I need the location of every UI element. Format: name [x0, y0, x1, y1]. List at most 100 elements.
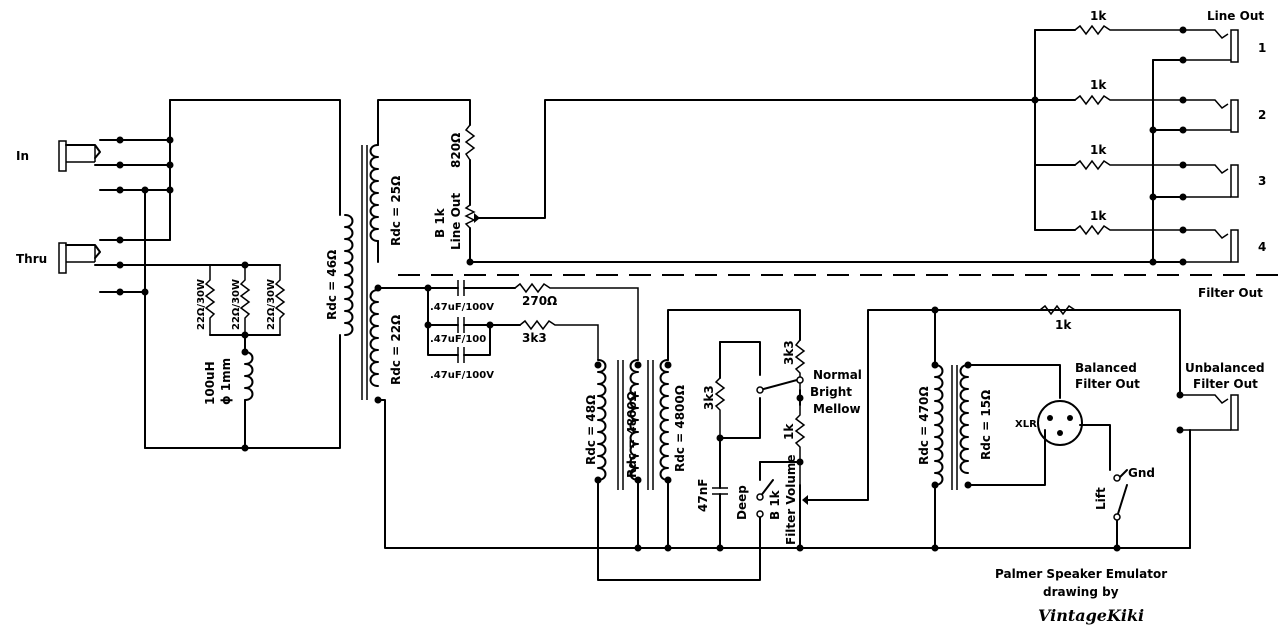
junction	[241, 331, 249, 339]
t1-secondary-top-label: Rdc = 25Ω	[389, 176, 403, 246]
junction	[964, 361, 972, 369]
junction	[1149, 258, 1157, 266]
pot-line-out-value: B 1k	[433, 207, 447, 238]
r-3k3-c-label: 3k3	[782, 340, 796, 365]
junction	[716, 434, 724, 442]
unbalanced-label-2: Filter Out	[1193, 377, 1258, 391]
junction	[664, 361, 672, 369]
junction	[1113, 544, 1121, 552]
junction	[1149, 126, 1157, 134]
tone-normal-label: Normal	[813, 368, 862, 382]
junction	[796, 394, 804, 402]
junction	[241, 261, 249, 269]
input-wiring	[94, 99, 341, 449]
junction	[141, 186, 149, 194]
pot-filter-value: B 1k	[768, 489, 782, 520]
junction	[594, 361, 602, 369]
junction	[634, 544, 642, 552]
switch-contact	[1113, 513, 1121, 521]
switch-contact	[1113, 474, 1121, 482]
t3-secondary-label: Rdc = 15Ω	[979, 390, 993, 460]
jack-4-label: 4	[1258, 240, 1266, 254]
t1-secondary-bottom-label: Rdc = 22Ω	[389, 315, 403, 385]
r-270-label: 270Ω	[522, 294, 557, 308]
author-signature: VintageKiki	[1038, 606, 1144, 625]
xlr-label: XLR	[1015, 419, 1037, 430]
transformer-1	[344, 144, 379, 400]
junction	[594, 476, 602, 484]
junction	[424, 321, 432, 329]
inductor-label: 100uH	[203, 361, 217, 405]
in-jack	[58, 140, 101, 172]
load-resistor-3-label: 22Ω/30W	[266, 279, 277, 330]
switch-contact	[756, 510, 764, 518]
balanced-label-1: Balanced	[1075, 361, 1137, 375]
junction	[634, 361, 642, 369]
junction	[664, 544, 672, 552]
cap-47n-label: 47nF	[696, 479, 710, 512]
junction	[716, 544, 724, 552]
t3-primary-label: Rdc = 470Ω	[917, 386, 931, 465]
deep-label: Deep	[735, 485, 749, 520]
junction	[166, 136, 174, 144]
unbalanced-label-1: Unbalanced	[1185, 361, 1265, 375]
cap-3-label: .47uF/100V	[430, 370, 494, 381]
line-out-label: Line Out	[1207, 9, 1264, 23]
jack-1-label: 1	[1258, 41, 1266, 55]
t2-secondary-a-label: Rdc = 4800Ω	[625, 391, 639, 478]
junction	[964, 481, 972, 489]
junction	[116, 161, 124, 169]
r-820-label: 820Ω	[449, 133, 463, 168]
junction	[796, 458, 804, 466]
switch-contact	[756, 386, 764, 394]
junction	[241, 348, 249, 356]
junction	[1176, 426, 1184, 434]
junction	[931, 481, 939, 489]
cap-1-label: .47uF/100V	[430, 302, 494, 313]
unbalanced-jack	[1180, 394, 1239, 549]
output-jacks	[1183, 29, 1239, 263]
r-out-4-label: 1k	[1090, 209, 1107, 223]
load-resistor-2-label: 22Ω/30W	[231, 279, 242, 330]
junction	[374, 396, 382, 404]
junction	[1149, 193, 1157, 201]
gnd-label: Gnd	[1128, 466, 1155, 480]
inductor-wire-label: ϕ 1mm	[219, 358, 233, 405]
junction	[141, 288, 149, 296]
junction	[116, 136, 124, 144]
junction	[116, 236, 124, 244]
junction	[116, 261, 124, 269]
r-out-3-label: 1k	[1090, 143, 1107, 157]
junction	[796, 544, 804, 552]
tone-bright-label: Bright	[810, 385, 852, 399]
t1-primary-label: Rdc = 46Ω	[325, 250, 339, 320]
junction	[466, 258, 474, 266]
filter-out-label: Filter Out	[1198, 286, 1263, 300]
xlr-connector	[1037, 400, 1083, 446]
in-label: In	[16, 149, 29, 163]
lift-label: Lift	[1094, 487, 1108, 510]
balanced-label-2: Filter Out	[1075, 377, 1140, 391]
transformer-3	[934, 309, 1128, 549]
drawing-by: drawing by	[1043, 585, 1119, 599]
tone-mellow-label: Mellow	[813, 402, 861, 416]
junction	[486, 321, 494, 329]
junction	[166, 186, 174, 194]
r-3k3-b-label: 3k3	[702, 385, 716, 410]
jack-3-label: 3	[1258, 174, 1266, 188]
transformer-2	[597, 309, 801, 581]
t2-primary-label: Rdc = 48Ω	[584, 395, 598, 465]
tone-network	[712, 309, 1181, 549]
jack-2-label: 2	[1258, 108, 1266, 122]
junction	[664, 476, 672, 484]
junction	[116, 186, 124, 194]
junction	[166, 161, 174, 169]
junction	[1176, 391, 1184, 399]
title: Palmer Speaker Emulator	[995, 567, 1167, 581]
junction	[634, 476, 642, 484]
pot-line-out-name: Line Out	[449, 193, 463, 250]
t2-secondary-b-label: Rdc = 4800Ω	[673, 385, 687, 472]
junction	[374, 284, 382, 292]
junction	[931, 544, 939, 552]
